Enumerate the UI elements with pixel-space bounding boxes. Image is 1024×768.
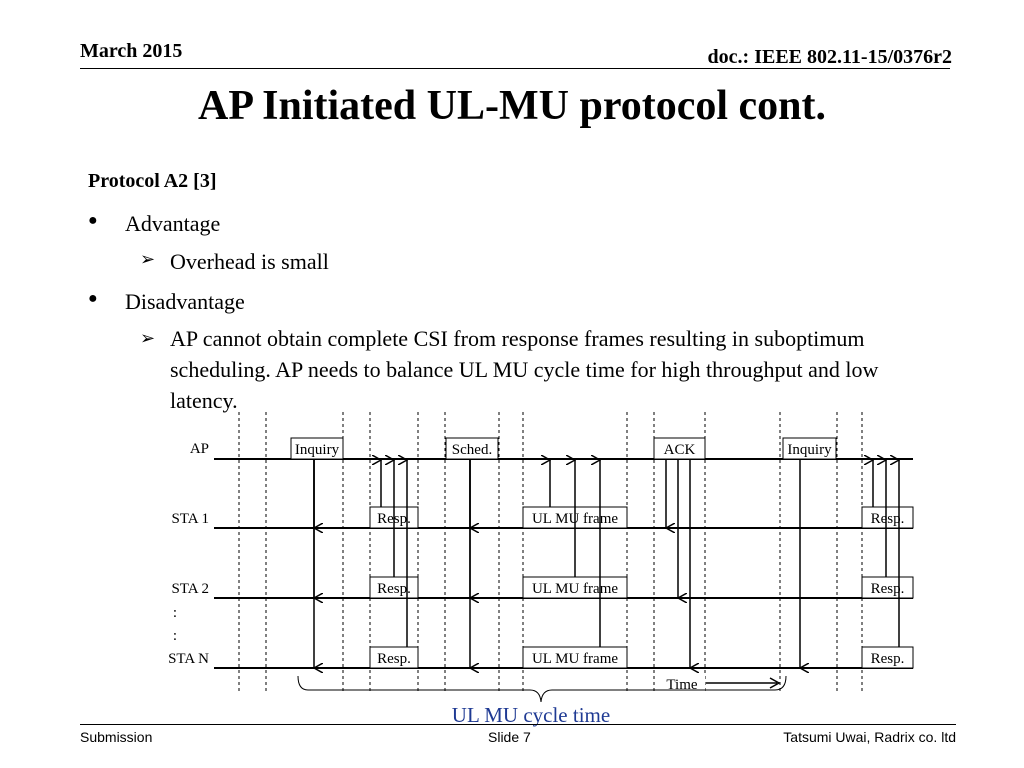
frame-inquiry-box xyxy=(290,437,344,460)
frame-resp-box xyxy=(369,646,419,669)
frame-inquiry-2-box xyxy=(782,437,837,460)
row-label-ap: AP xyxy=(190,441,209,457)
sub-bullet-advantage: Overhead is small xyxy=(170,249,329,274)
row-label-staN: STA N xyxy=(168,651,209,667)
row-label-sta1: STA 1 xyxy=(171,511,209,527)
frame-inquiry-2-label: Inquiry xyxy=(787,442,832,458)
row-ellipsis: : xyxy=(173,628,177,644)
footer-rule xyxy=(80,724,956,725)
time-label-bg xyxy=(659,674,705,694)
sub-bullet-disadvantage: AP cannot obtain complete CSI from respo… xyxy=(170,326,879,413)
frame-resp-end-label: Resp. xyxy=(871,511,905,527)
sub-bullet-arrow-icon: ➢ xyxy=(140,328,156,348)
frame-resp-end-label: Resp. xyxy=(871,581,905,597)
frame-ack-box xyxy=(653,437,706,460)
protocol-heading: Protocol A2 [3] xyxy=(88,170,217,192)
sub-bullet-arrow-icon: ➢ xyxy=(140,249,156,269)
header-date: March 2015 xyxy=(80,40,183,62)
frame-resp-end-box xyxy=(861,576,914,599)
bullet-disadvantage: Disadvantage xyxy=(125,289,245,314)
cycle-time-label: UL MU cycle time xyxy=(452,703,610,727)
header-doc-id: doc.: IEEE 802.11-15/0376r2 xyxy=(707,46,952,68)
frame-sched-label: Sched. xyxy=(452,442,492,458)
bullet-dot: ● xyxy=(88,290,98,307)
row-ellipsis: : xyxy=(173,605,177,621)
frame-ul-mu-label: UL MU frame xyxy=(532,651,618,667)
frame-resp-end-box xyxy=(861,506,914,529)
frame-resp-end-label: Resp. xyxy=(871,651,905,667)
frame-ul-mu-label: UL MU frame xyxy=(532,581,618,597)
frame-inquiry-label: Inquiry xyxy=(295,442,340,458)
bullet-advantage: Advantage xyxy=(125,211,221,236)
header-rule xyxy=(80,68,950,69)
time-label: Time xyxy=(666,677,697,693)
time-arrow-head xyxy=(769,677,781,689)
footer-author: Tatsumi Uwai, Radrix co. ltd xyxy=(783,729,956,745)
footer-submission: Submission xyxy=(80,729,153,745)
frame-resp-label: Resp. xyxy=(377,581,411,597)
frame-resp-end-box xyxy=(861,646,914,669)
bullet-dot: ● xyxy=(88,212,98,229)
row-label-sta2: STA 2 xyxy=(171,581,209,597)
cycle-brace xyxy=(297,675,787,703)
frame-resp-label: Resp. xyxy=(377,651,411,667)
frame-ack-label: ACK xyxy=(664,442,696,458)
frame-ul-mu-box xyxy=(522,646,628,669)
slide-title: AP Initiated UL-MU protocol cont. xyxy=(197,83,826,129)
footer-slide-number: Slide 7 xyxy=(488,729,531,745)
frame-sched-box xyxy=(445,437,499,460)
